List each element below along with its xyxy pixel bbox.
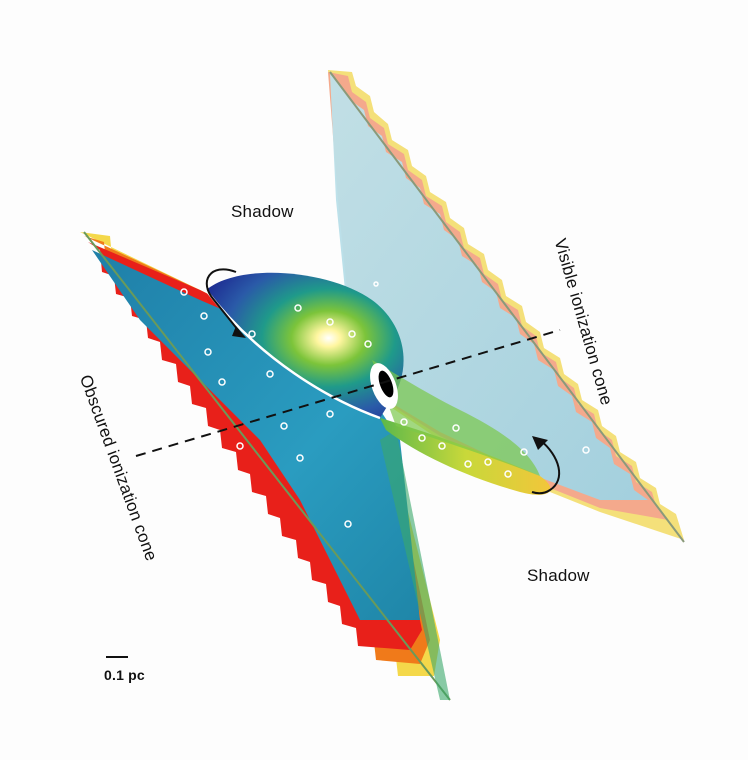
ring-marker-icon (438, 442, 446, 450)
ring-marker-icon (418, 434, 426, 442)
ring-marker-icon (204, 348, 212, 356)
ring-marker-icon (266, 370, 274, 378)
ring-marker-icon (364, 340, 372, 348)
scale-label: 0.1 pc (104, 667, 145, 683)
ring-marker-icon (296, 454, 304, 462)
ring-marker-icon (236, 442, 244, 450)
ring-marker-icon (464, 460, 472, 468)
curved-arrow-icon (205, 268, 246, 338)
ring-marker-icon (504, 470, 512, 478)
shadow-label-top: Shadow (231, 202, 294, 221)
ring-marker-icon (484, 458, 492, 466)
ring-marker-icon (400, 418, 408, 426)
ring-marker-icon (373, 281, 379, 287)
ring-marker-icon (180, 288, 188, 296)
shadow-label-bottom: Shadow (527, 566, 590, 585)
obscured-cone-fan (80, 231, 451, 701)
ring-marker-icon (294, 304, 302, 312)
ring-marker-icon (326, 318, 334, 326)
ring-marker-icon (452, 424, 460, 432)
ring-markers (180, 281, 590, 528)
cone-axis-line (135, 329, 561, 457)
ring-marker-icon (280, 422, 288, 430)
ring-marker-icon (348, 330, 356, 338)
ring-marker-icon (520, 448, 528, 456)
ring-marker-icon (344, 520, 352, 528)
curved-arrow-icon (531, 436, 560, 495)
ring-marker-icon (248, 330, 256, 338)
ring-marker-icon (200, 312, 208, 320)
ring-marker-icon (326, 410, 334, 418)
torus-disk (205, 272, 551, 495)
ring-marker-icon (582, 446, 590, 454)
ring-marker-icon (218, 378, 226, 386)
